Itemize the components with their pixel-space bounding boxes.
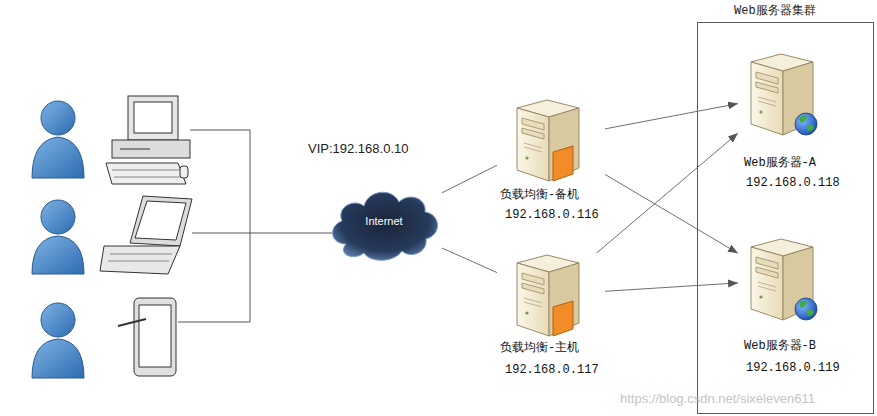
server-name: Web服务器-B — [744, 339, 856, 353]
internet-cloud: Internet — [326, 180, 442, 264]
ip-address: 192.168.0.119 — [746, 361, 856, 375]
user-head — [41, 101, 75, 135]
cloud-label: Internet — [326, 214, 442, 228]
stylus-pen — [118, 319, 146, 326]
server-name: Web服务器-A — [744, 156, 856, 170]
web-server: Web服务器-B 192.168.0.119 — [738, 238, 858, 398]
user-body — [32, 339, 84, 378]
desktop-computer — [106, 96, 190, 184]
user-head — [41, 200, 75, 234]
load-balancer: 负载均衡-备机 192.168.0.116 — [497, 98, 605, 228]
server-icon — [517, 100, 579, 181]
globe-icon — [795, 298, 817, 320]
user-icon — [32, 303, 84, 378]
user-body — [32, 236, 84, 274]
globe-land — [799, 301, 807, 308]
globe-land — [799, 116, 807, 123]
user-head — [41, 303, 75, 337]
laptop-base — [100, 246, 180, 274]
mouse — [180, 166, 188, 178]
monitor — [128, 96, 178, 140]
vip-address: VIP:192.168.0.10 — [308, 141, 448, 157]
laptop-screen — [135, 201, 186, 240]
globe — [795, 113, 817, 135]
cluster-title: Web服务器集群 — [734, 4, 864, 18]
tablet-screen — [139, 305, 171, 367]
keyboard-row — [112, 170, 180, 171]
connector-line — [605, 283, 738, 291]
connector-line — [605, 104, 738, 129]
balancer-badge — [553, 301, 573, 336]
globe-land — [807, 124, 814, 131]
keyboard-row — [108, 261, 169, 262]
laptop — [100, 196, 192, 274]
server-cluster: Web服务器集群Web服务器-A192.168.0.118Web服务器-B192… — [697, 22, 874, 414]
network-wire — [178, 130, 250, 322]
globe — [795, 298, 817, 320]
connector-line — [597, 133, 738, 253]
user-icon — [32, 101, 84, 178]
server-name: 负载均衡-备机 — [500, 188, 605, 202]
web-server: Web服务器-A 192.168.0.118 — [738, 53, 858, 213]
computer-case — [112, 140, 190, 158]
monitor-screen — [134, 102, 172, 133]
server-icon — [517, 255, 579, 336]
tablet-body — [134, 298, 176, 376]
globe-icon — [795, 113, 817, 135]
user-icon — [32, 200, 84, 274]
laptop-lid — [130, 196, 192, 246]
ip-address: 192.168.0.116 — [505, 208, 605, 222]
network-wire — [192, 233, 332, 234]
ip-address: 192.168.0.118 — [746, 176, 856, 190]
server-name: 负载均衡-主机 — [500, 341, 605, 355]
keyboard-row — [110, 254, 172, 255]
drive-slot — [120, 149, 150, 150]
connector-line — [442, 165, 497, 193]
balancer-badge — [553, 146, 573, 181]
keyboard-row — [114, 177, 183, 178]
watermark: https://blog.csdn.net/sixeleven611 — [620, 391, 875, 407]
ip-address: 192.168.0.117 — [505, 363, 605, 377]
keyboard — [106, 163, 186, 184]
connector-line — [442, 248, 497, 273]
globe-land — [807, 309, 814, 316]
user-body — [32, 137, 84, 178]
tablet — [118, 298, 176, 376]
connector-line — [605, 174, 738, 253]
load-balancer: 负载均衡-主机 192.168.0.117 — [497, 253, 605, 381]
